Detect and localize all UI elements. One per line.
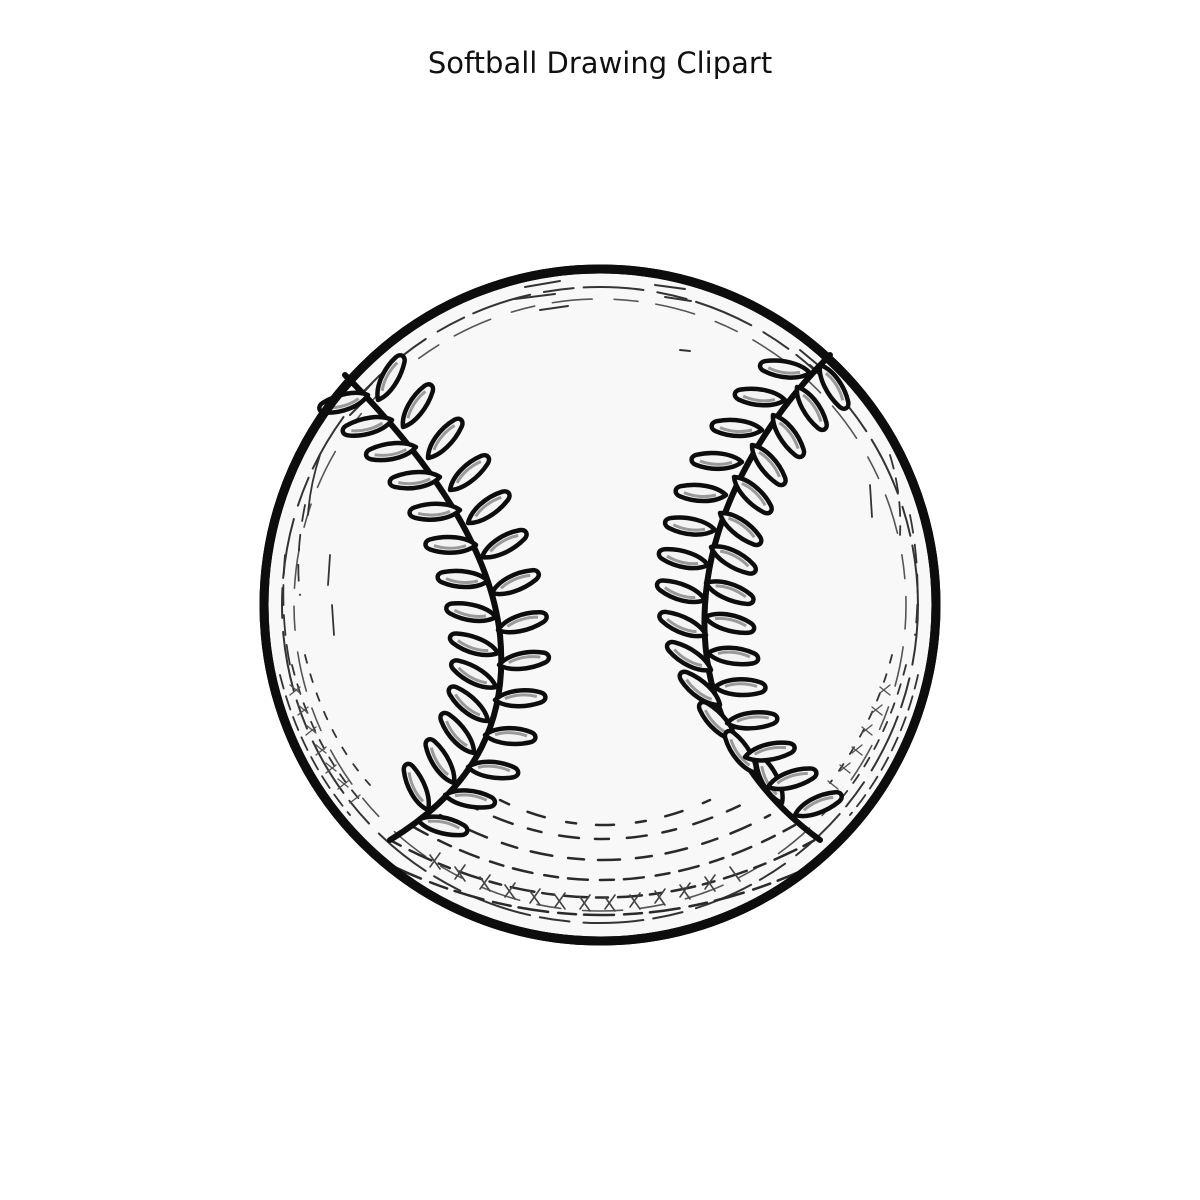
page-title: Softball Drawing Clipart <box>427 46 773 80</box>
softball-illustration <box>250 255 950 955</box>
softball-icon <box>259 264 941 946</box>
left-seam <box>317 352 550 843</box>
right-seam <box>655 352 853 843</box>
shading-hatch <box>279 280 919 924</box>
